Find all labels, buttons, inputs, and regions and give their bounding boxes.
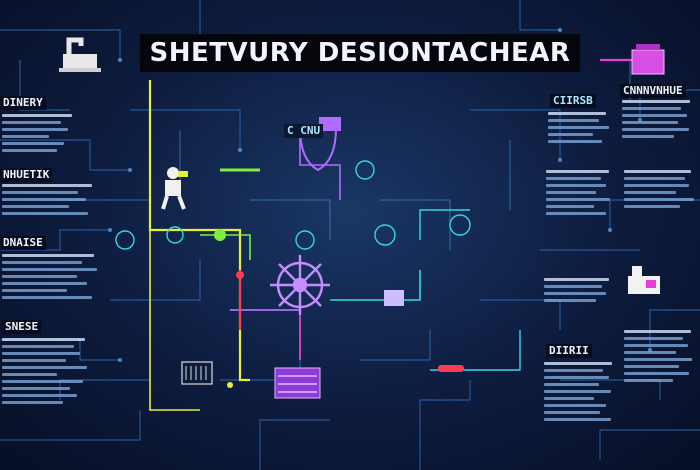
magenta-box-icon <box>631 44 665 75</box>
text-block-right-1 <box>548 112 612 147</box>
text-block-left-4 <box>2 338 94 408</box>
text-block-right-2 <box>622 100 696 142</box>
text-block-right-5 <box>544 278 616 306</box>
page-title: SНETVURY DESIONTACHEAR <box>140 34 580 72</box>
text-block-left-2 <box>2 184 97 219</box>
label-right-mid: DIIRII <box>546 344 592 358</box>
label-right-top: CNNNVNHUE <box>620 84 686 98</box>
label-mid-tag: C CNU <box>284 124 324 138</box>
text-block-left-1 <box>2 114 80 156</box>
server-rack-icon <box>274 367 321 399</box>
label-right-box: CIIRSB <box>550 94 596 108</box>
satellite-icon <box>628 266 660 294</box>
robot-arm-icon <box>59 37 101 72</box>
chip-icon <box>181 361 213 385</box>
label-dinery: DINERY <box>0 96 46 110</box>
text-block-right-4 <box>624 170 698 212</box>
text-block-right-7 <box>624 330 698 386</box>
person-icon <box>161 167 188 210</box>
text-block-right-6 <box>544 362 618 425</box>
label-nhuetik: NHUETIK <box>0 168 53 182</box>
text-block-right-3 <box>546 170 616 219</box>
gear-icon <box>270 255 330 315</box>
text-block-left-3 <box>2 254 102 303</box>
label-snese: SNESE <box>2 320 42 334</box>
label-dnaise: DNAISE <box>0 236 46 250</box>
